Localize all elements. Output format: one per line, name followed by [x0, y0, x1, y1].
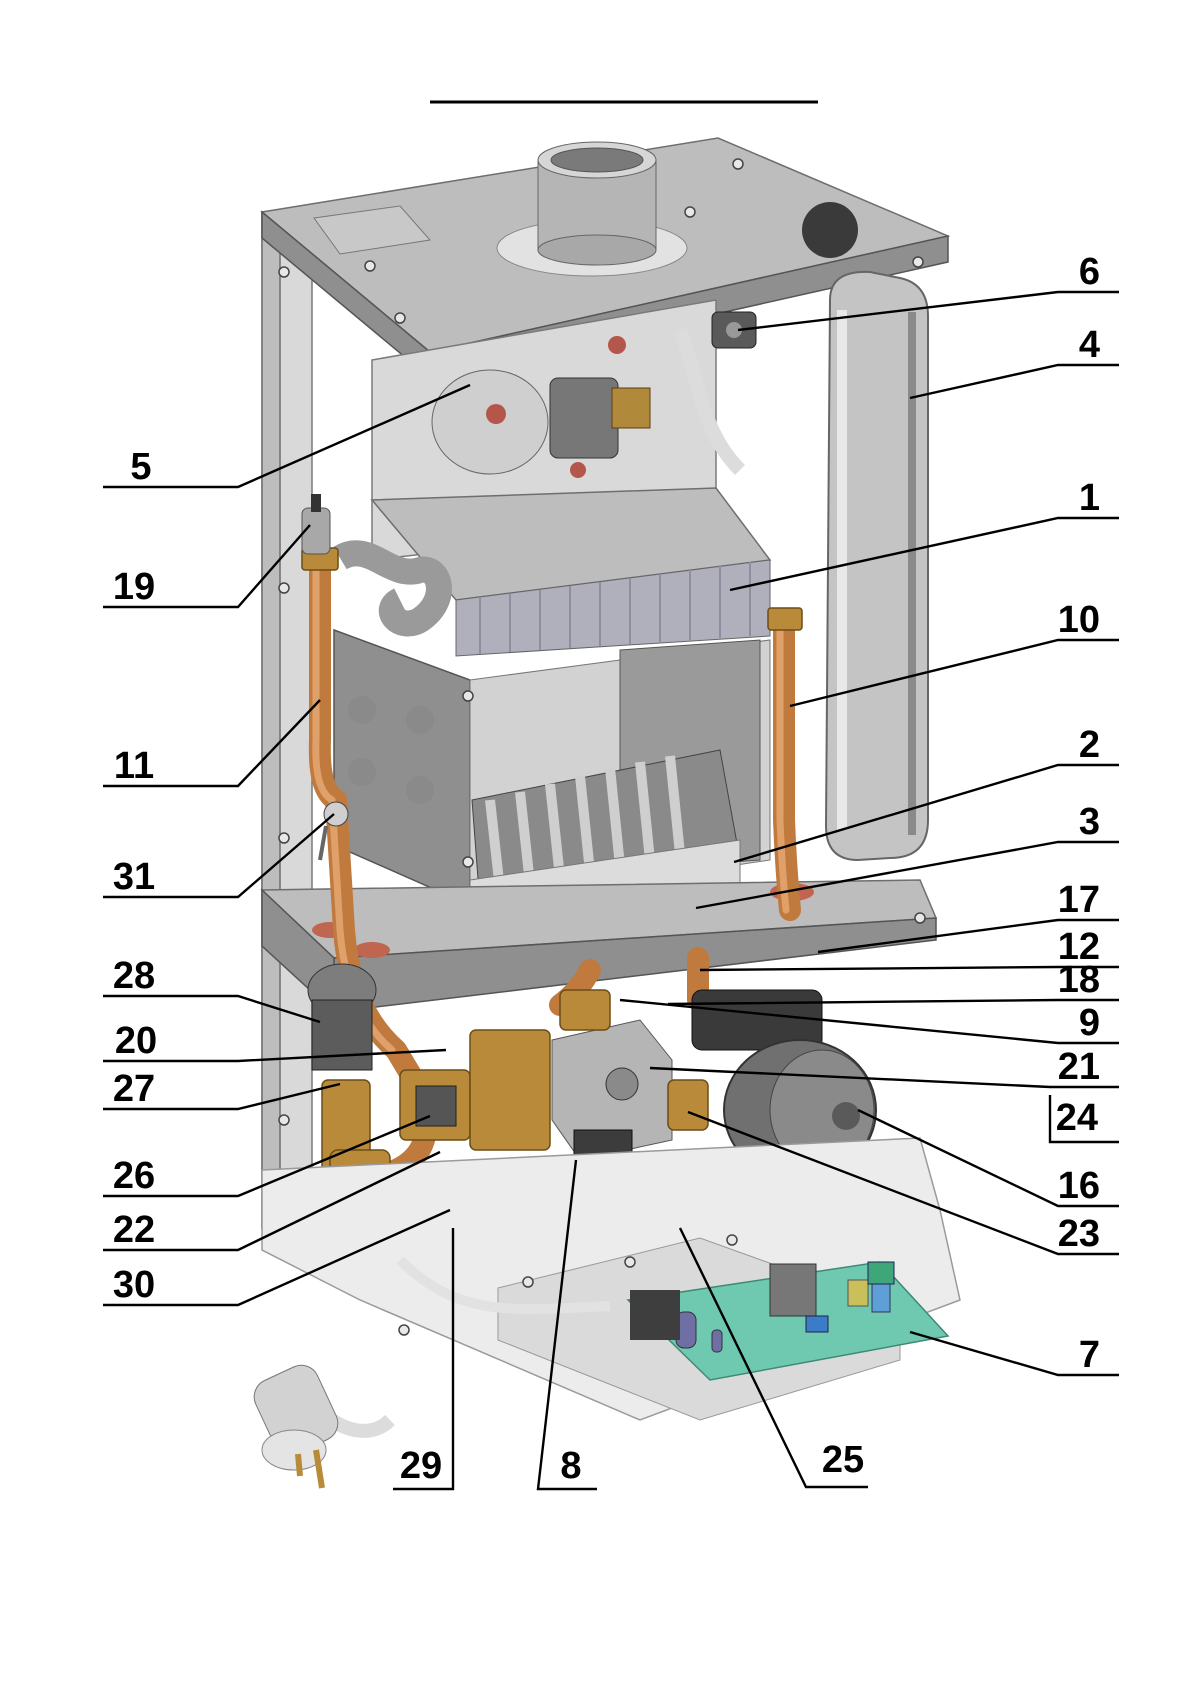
leader-line	[733, 763, 1119, 864]
bracket-line	[1048, 1095, 1119, 1144]
callout-number: 28	[113, 955, 155, 997]
leader-line	[789, 638, 1119, 708]
leader-line	[103, 524, 311, 609]
callout-18: 18	[667, 959, 1119, 1006]
callout-28: 28	[103, 955, 321, 1024]
callout-number: 25	[822, 1439, 864, 1481]
callout-number: 17	[1058, 879, 1100, 921]
leader-line	[909, 363, 1119, 400]
air-intake-opening	[802, 202, 858, 258]
callout-number: 1	[1079, 477, 1100, 519]
air-vent	[301, 494, 331, 555]
boiler-illustration	[253, 137, 961, 1489]
expansion-vessel	[824, 270, 929, 862]
callout-number: 9	[1079, 1002, 1100, 1044]
callout-6: 6	[737, 251, 1119, 332]
callout-number: 16	[1058, 1165, 1100, 1207]
callout-26: 26	[103, 1114, 431, 1198]
callout-17: 17	[817, 879, 1119, 954]
leader-line	[103, 699, 321, 788]
callout-25: 25	[678, 1227, 868, 1489]
callout-number: 3	[1079, 801, 1100, 843]
callout-10: 10	[789, 599, 1119, 708]
leader-line	[393, 1228, 455, 1491]
leader-line	[103, 1208, 451, 1307]
callout-number: 20	[115, 1020, 157, 1062]
callout-number: 18	[1058, 959, 1100, 1001]
callout-number: 24	[1056, 1097, 1098, 1139]
pressure-switch	[711, 311, 757, 349]
callout-number: 29	[400, 1445, 442, 1487]
leader-line	[737, 290, 1119, 332]
callout-21: 21	[649, 1046, 1119, 1089]
callout-number: 23	[1058, 1213, 1100, 1255]
callout-12: 12	[699, 926, 1119, 972]
ntc-sensor	[318, 801, 349, 861]
leader-line	[667, 998, 1119, 1006]
callout-8: 8	[536, 1159, 597, 1491]
callout-number: 26	[113, 1155, 155, 1197]
leader-line	[729, 516, 1119, 592]
callout-number: 7	[1079, 1334, 1100, 1376]
callout-29: 29	[393, 1228, 455, 1491]
callout-7: 7	[909, 1330, 1119, 1377]
callout-24: 24	[1048, 1095, 1119, 1144]
leader-line	[619, 998, 1119, 1045]
leader-line	[103, 1048, 447, 1063]
leader-line	[103, 1150, 441, 1252]
callout-number: 11	[114, 745, 154, 787]
callout-23: 23	[687, 1110, 1119, 1256]
leader-line	[678, 1227, 868, 1489]
leader-line	[817, 918, 1119, 954]
callout-number: 2	[1079, 724, 1100, 766]
callout-2: 2	[733, 724, 1119, 864]
leader-line	[103, 994, 321, 1024]
leader-line	[103, 1082, 341, 1111]
callout-19: 19	[103, 524, 311, 609]
callout-5: 5	[103, 383, 471, 489]
callout-22: 22	[103, 1150, 441, 1252]
callout-number: 6	[1079, 251, 1100, 293]
callout-20: 20	[103, 1020, 447, 1063]
callout-27: 27	[103, 1068, 341, 1111]
callout-number: 10	[1058, 599, 1100, 641]
callout-3: 3	[695, 801, 1119, 910]
callout-16: 16	[857, 1108, 1119, 1208]
leader-line	[649, 1066, 1119, 1089]
heat-exchanger	[333, 487, 772, 657]
callout-number: 19	[113, 566, 155, 608]
leader-line	[687, 1110, 1119, 1256]
leader-line	[103, 1114, 431, 1198]
callout-number: 21	[1058, 1046, 1100, 1088]
callout-9: 9	[619, 998, 1119, 1045]
callout-number: 5	[130, 446, 151, 488]
control-pcb	[396, 1256, 950, 1381]
power-plug	[253, 1364, 395, 1489]
leader-line	[857, 1108, 1119, 1208]
leader-line	[536, 1159, 597, 1491]
callout-30: 30	[103, 1208, 451, 1307]
callout-number: 12	[1058, 926, 1100, 968]
callout-4: 4	[909, 324, 1119, 400]
leader-line	[699, 965, 1119, 972]
callout-number: 4	[1079, 324, 1100, 366]
callout-number: 22	[113, 1209, 155, 1251]
leader-line	[103, 383, 471, 489]
callout-number: 27	[113, 1068, 155, 1110]
callout-layer: 5191131282027262230641102317121892124162…	[103, 251, 1119, 1491]
callout-number: 31	[113, 856, 155, 898]
flue-collar	[496, 141, 688, 277]
callout-number: 8	[560, 1445, 581, 1487]
leader-line	[909, 1330, 1119, 1377]
callout-31: 31	[103, 813, 335, 899]
leader-line	[103, 813, 335, 899]
callout-1: 1	[729, 477, 1119, 592]
callout-11: 11	[103, 699, 321, 788]
base-plate	[260, 879, 938, 1014]
callout-number: 30	[113, 1264, 155, 1306]
leader-line	[695, 840, 1119, 910]
